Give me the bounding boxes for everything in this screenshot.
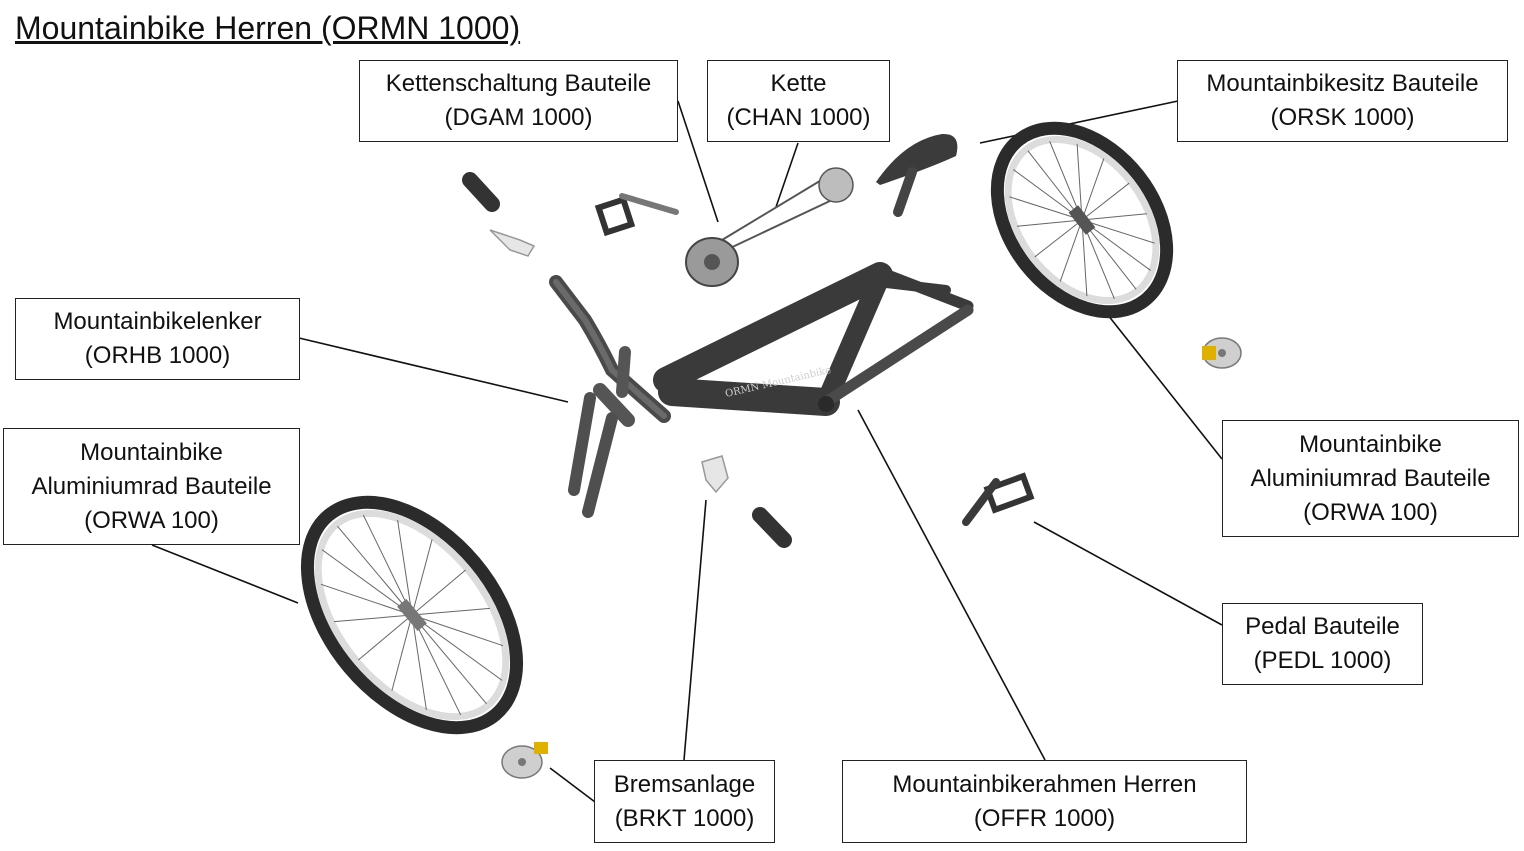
line-brake-lever	[683, 499, 707, 761]
label-derailleur-line2: (DGAM 1000)	[444, 104, 593, 131]
diagram-title: Mountainbike Herren (ORMN 1000)	[15, 10, 521, 46]
label-chain-line1: Kette	[770, 70, 827, 97]
pedal	[962, 472, 1035, 526]
line-wheel-left	[151, 544, 299, 604]
label-derailleur-line1: Kettenschaltung Bauteile	[385, 70, 652, 97]
brake-lever-top	[489, 229, 536, 257]
label-brake: Bremsanlage (BRKT 1000)	[594, 760, 775, 843]
crank-arm	[594, 193, 679, 237]
line-pedal	[1033, 521, 1223, 626]
front-wheel	[300, 495, 524, 735]
label-wheel-left: Mountainbike Aluminiumrad Bauteile (ORWA…	[3, 428, 300, 545]
label-wheel-left-line3: (ORWA 100)	[84, 506, 219, 534]
bike-frame: ORMN Mountainbike	[653, 262, 974, 416]
label-wheel-left-line2: Aluminiumrad Bauteile	[31, 472, 272, 500]
label-brake-line2: (BRKT 1000)	[614, 804, 755, 832]
label-brake-line1: Bremsanlage	[613, 770, 756, 798]
line-handlebar	[298, 337, 569, 403]
label-wheel-right-line1: Mountainbike	[1299, 430, 1442, 458]
front-fork	[568, 346, 635, 518]
brake-lever-bottom	[701, 455, 729, 494]
label-wheel-right-line2: Aluminiumrad Bauteile	[1250, 464, 1491, 492]
label-wheel-right: Mountainbike Aluminiumrad Bauteile (ORWA…	[1222, 420, 1519, 537]
label-chain: Kette (CHAN 1000)	[707, 60, 890, 142]
label-derailleur: Kettenschaltung Bauteile (DGAM 1000)	[359, 60, 678, 142]
chain-and-chainring	[685, 167, 854, 287]
label-pedal-line2: (PEDL 1000)	[1253, 647, 1392, 674]
seat	[876, 133, 958, 217]
line-derailleur	[677, 100, 719, 223]
brake-disc-left	[501, 742, 548, 779]
line-wheel-right	[1099, 304, 1223, 460]
grip-bottom	[752, 507, 792, 548]
label-seat-line1: Mountainbikesitz Bauteile	[1206, 70, 1479, 97]
label-pedal-line1: Pedal Bauteile	[1245, 613, 1400, 640]
label-chain-line2: (CHAN 1000)	[726, 104, 871, 131]
line-frame	[857, 409, 1046, 761]
brake-disc-right	[1202, 337, 1242, 369]
label-handlebar-line1: Mountainbikelenker	[53, 308, 262, 335]
handlebar	[549, 275, 671, 423]
label-handlebar-line2: (ORHB 1000)	[84, 342, 231, 369]
label-wheel-right-line3: (ORWA 100)	[1303, 498, 1438, 526]
label-handlebar: Mountainbikelenker (ORHB 1000)	[15, 298, 300, 380]
line-seat	[979, 100, 1179, 144]
grip-top	[462, 172, 500, 212]
label-frame-line1: Mountainbikerahmen Herren	[892, 770, 1197, 798]
label-seat-line2: (ORSK 1000)	[1270, 104, 1415, 131]
line-brake-disc	[549, 767, 596, 803]
rear-wheel	[990, 121, 1174, 319]
label-wheel-left-line1: Mountainbike	[80, 438, 223, 466]
label-frame: Mountainbikerahmen Herren (OFFR 1000)	[842, 760, 1247, 843]
label-frame-line2: (OFFR 1000)	[973, 804, 1116, 832]
connector-lines	[151, 100, 1223, 803]
label-pedal: Pedal Bauteile (PEDL 1000)	[1222, 603, 1423, 685]
label-seat: Mountainbikesitz Bauteile (ORSK 1000)	[1177, 60, 1508, 142]
line-chain	[775, 142, 799, 208]
